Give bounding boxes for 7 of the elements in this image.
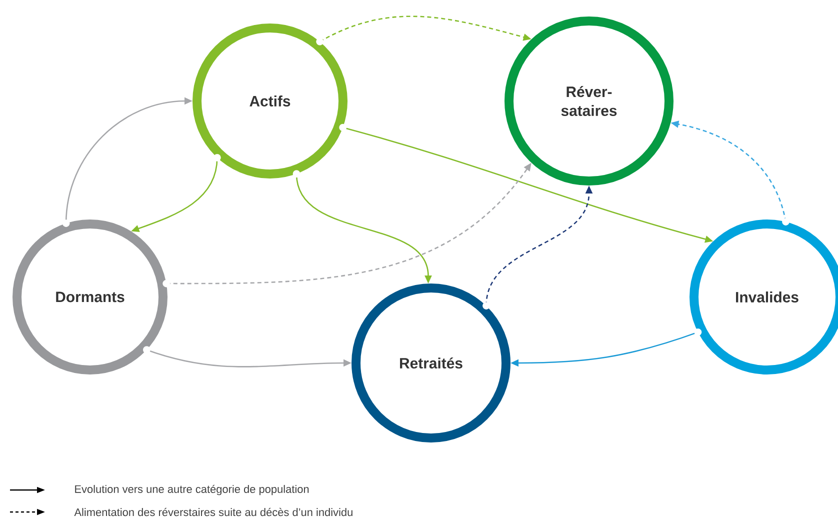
ring-node: Dormants: [12, 220, 168, 374]
ring-node: Actifs: [192, 24, 348, 178]
legend-text: Evolution vers une autre catégorie de population: [75, 484, 309, 496]
ring-node: Retraités: [352, 284, 510, 442]
ring-node: Réver- sataires: [504, 16, 674, 186]
legend-text: Alimentation des réverstaires suite au décès d’un individu: [74, 508, 352, 516]
ring-node: Invalides: [690, 220, 838, 374]
